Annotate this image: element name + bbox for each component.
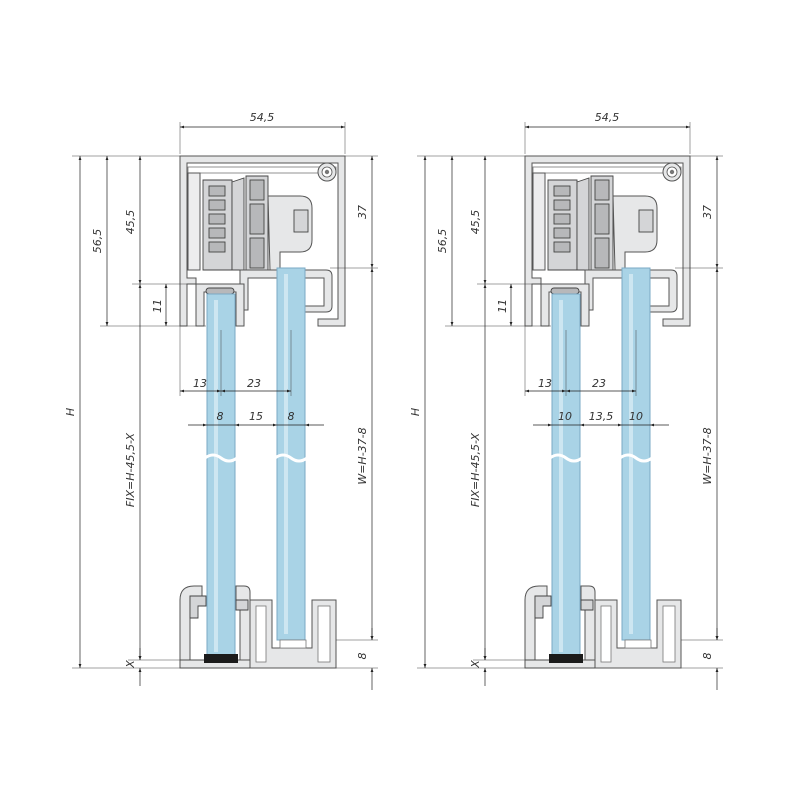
- dim-offset-13: 13: [538, 377, 552, 390]
- dim-x: X: [124, 660, 137, 669]
- dim-37: 37: [701, 205, 714, 219]
- right-section-drawing: [417, 122, 723, 690]
- dim-profile-width: 54,5: [595, 111, 620, 124]
- dim-fix-formula: FIX=H-45,5-X: [124, 432, 137, 507]
- dim-45-5: 45,5: [469, 210, 482, 235]
- dim-fix-formula: FIX=H-45,5-X: [469, 432, 482, 507]
- dim-x: X: [469, 660, 482, 669]
- dim-45-5: 45,5: [124, 210, 137, 235]
- dim-56-5: 56,5: [91, 229, 104, 254]
- dim-offset-23: 23: [592, 377, 606, 390]
- left-section-drawing: [72, 122, 378, 690]
- dim-w-formula: W=H-37-8: [701, 427, 714, 484]
- dim-glass-gap: 15: [249, 410, 263, 423]
- dim-37: 37: [356, 205, 369, 219]
- dim-11: 11: [496, 299, 509, 313]
- dim-w-formula: W=H-37-8: [356, 427, 369, 484]
- dim-glass-sliding: 10: [629, 410, 643, 423]
- left-section-view: 54,5 H 56,5 45,5 11 FIX=H-45,5-X X 37 W=…: [64, 111, 378, 690]
- dim-offset-23: 23: [247, 377, 261, 390]
- dim-glass-sliding: 8: [288, 410, 295, 423]
- dim-height: H: [64, 408, 77, 416]
- dim-11: 11: [151, 299, 164, 313]
- dim-56-5: 56,5: [436, 229, 449, 254]
- dim-height: H: [409, 408, 422, 416]
- dim-glass-gap: 13,5: [589, 410, 614, 423]
- dim-glass-fixed: 10: [558, 410, 572, 423]
- right-section-view: 54,5 H 56,5 45,5 11 FIX=H-45,5-X X 37 W=…: [409, 111, 723, 690]
- dim-bottom-8: 8: [356, 653, 369, 660]
- dim-profile-width: 54,5: [250, 111, 275, 124]
- dim-glass-fixed: 8: [217, 410, 224, 423]
- dim-bottom-8: 8: [701, 653, 714, 660]
- dim-offset-13: 13: [193, 377, 207, 390]
